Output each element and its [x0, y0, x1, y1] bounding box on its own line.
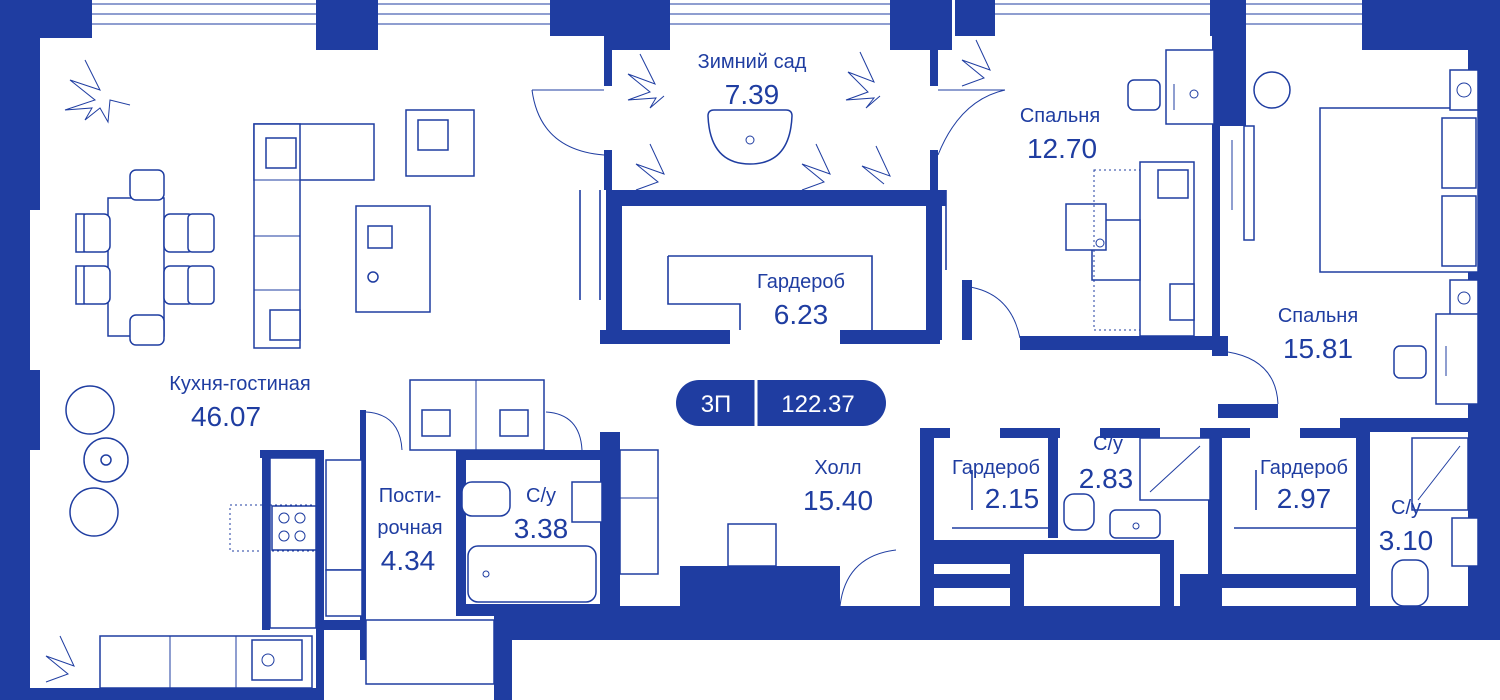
room-name: Холл [814, 457, 861, 479]
total-area: 122.37 [781, 391, 854, 418]
room-name: Спальня [1020, 105, 1100, 127]
room-name: Спальня [1278, 305, 1358, 327]
room-name: Гардероб [952, 457, 1040, 479]
furniture [45, 39, 1479, 685]
room-name-line2: рочная [377, 517, 442, 539]
room-area: 12.70 [1027, 133, 1097, 164]
room-name: С/у [1391, 497, 1421, 519]
room-name: Гардероб [757, 271, 845, 293]
apartment-badge: 3П 122.37 [676, 380, 886, 426]
room-area: 3.10 [1379, 525, 1434, 556]
room-name: Кухня-гостиная [169, 373, 311, 395]
room-area: 15.81 [1283, 333, 1353, 364]
room-area: 2.97 [1277, 483, 1332, 514]
room-name: Гардероб [1260, 457, 1348, 479]
room-name: Зимний сад [698, 51, 807, 73]
room-area: 6.23 [774, 299, 829, 330]
room-labels: Зимний сад 7.39 Спальня 12.70 Гардероб 6… [169, 51, 1433, 576]
room-area: 2.15 [985, 483, 1040, 514]
room-area: 3.38 [514, 513, 569, 544]
room-area: 7.39 [725, 79, 780, 110]
room-area: 2.83 [1079, 463, 1134, 494]
room-area: 46.07 [191, 401, 261, 432]
room-name-line1: Пости- [379, 485, 442, 507]
doors [365, 89, 1279, 607]
room-name: С/у [1093, 433, 1123, 455]
room-name: С/у [526, 485, 556, 507]
room-area: 15.40 [803, 485, 873, 516]
rooms-count: 3П [701, 391, 732, 418]
room-area: 4.34 [381, 545, 436, 576]
